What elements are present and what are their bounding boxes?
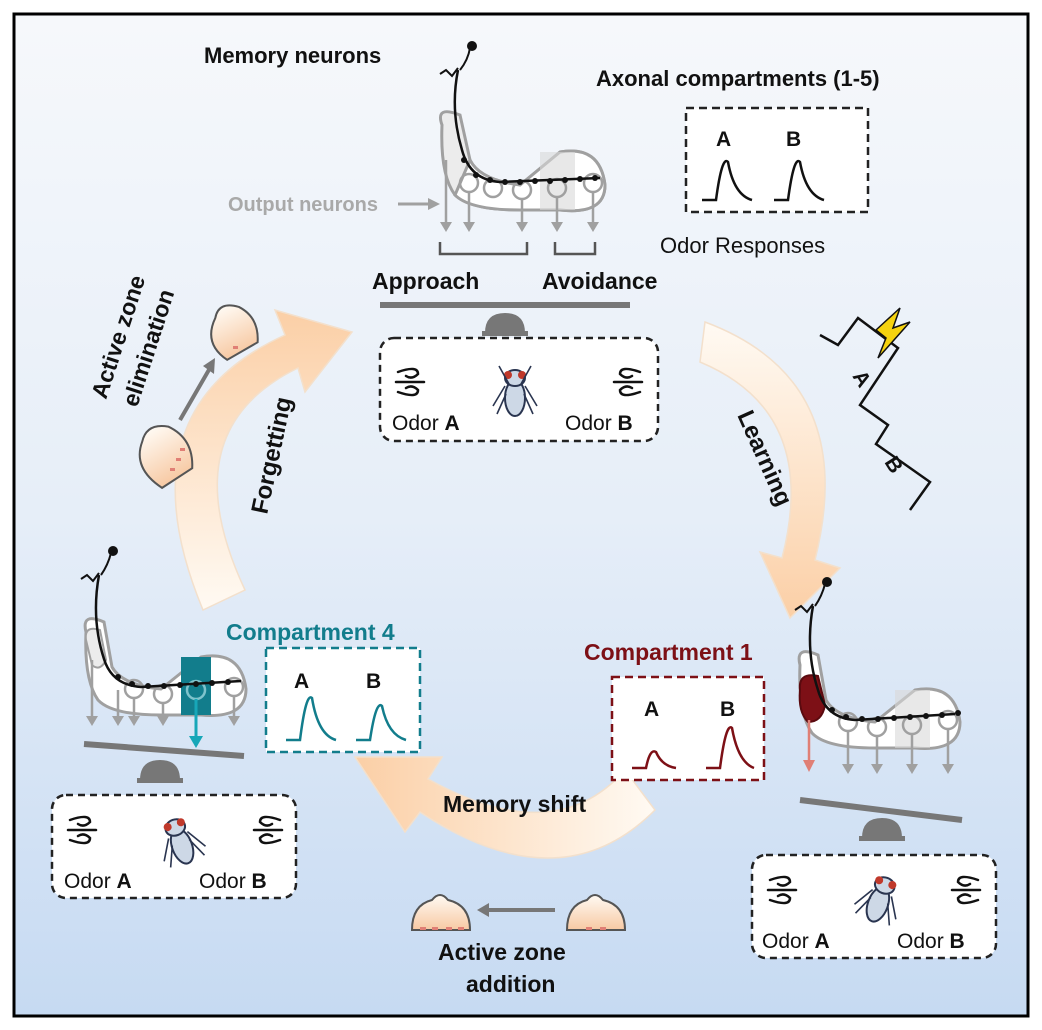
fly-icon-c1 xyxy=(853,876,897,926)
forgetting-arrow xyxy=(174,308,354,612)
axonal-compartments-label: Axonal compartments (1-5) xyxy=(596,66,880,91)
compartment-1-balance-scale xyxy=(799,797,963,841)
c4-odor-b-label: Odor B xyxy=(199,870,267,893)
wind-icon-right xyxy=(612,367,644,397)
c1-b-letter: B xyxy=(720,698,735,721)
response-a-trace xyxy=(702,159,753,202)
active-zone-addition-label-2: addition xyxy=(466,971,555,997)
top-odor-choice-box: Odor A Odor B xyxy=(378,336,660,443)
avoidance-label: Avoidance xyxy=(542,268,657,294)
c1-odor-a-label: Odor A xyxy=(762,930,830,953)
active-zone-addition-label-1: Active zone xyxy=(438,939,566,965)
c4-b-trace xyxy=(356,703,407,742)
c1-odor-b-label: Odor B xyxy=(897,930,965,953)
c1-a-trace xyxy=(632,750,677,770)
c4-b-letter: B xyxy=(366,670,381,693)
c1-b-trace xyxy=(706,726,755,770)
c4-odor-a-label: Odor A xyxy=(64,870,132,893)
compartment-1-label: Compartment 1 xyxy=(584,639,753,665)
c4-a-letter: A xyxy=(294,670,309,693)
c1-a-letter: A xyxy=(644,698,659,721)
active-zone-elimination-icons xyxy=(138,304,259,490)
baseline-odor-response-box: A B xyxy=(684,106,870,214)
top-memory-neuron-diagram xyxy=(398,41,607,256)
wind-icon-right-c1 xyxy=(950,875,982,905)
compartment-1-odor-choice-box: Odor A Odor B xyxy=(750,853,998,960)
wind-icon-left xyxy=(394,367,426,397)
response-b-trace xyxy=(774,159,825,202)
compartment-4-response-box: A B xyxy=(264,646,422,754)
wind-icon-right-c4 xyxy=(252,815,284,845)
compartment-1-response-box: A B xyxy=(610,675,766,782)
compartment-4-neuron-diagram xyxy=(80,546,248,748)
response-a-letter: A xyxy=(716,128,731,151)
fly-icon xyxy=(492,365,538,417)
compartment-1-neuron-diagram xyxy=(794,577,962,774)
odor-a-label: Odor A xyxy=(392,412,460,435)
shock-icon xyxy=(874,307,911,359)
output-neurons-label: Output neurons xyxy=(228,194,378,216)
memory-shift-arrow xyxy=(353,756,656,859)
memory-shift-label: Memory shift xyxy=(443,791,586,817)
active-zone-addition-icons xyxy=(410,894,627,931)
odor-b-label: Odor B xyxy=(565,412,633,435)
fly-icon-c4 xyxy=(163,818,207,868)
response-b-letter: B xyxy=(786,128,801,151)
c4-a-trace xyxy=(286,696,337,742)
bouton-after xyxy=(410,894,472,931)
compartment-4-balance-scale xyxy=(83,741,245,783)
approach-label: Approach xyxy=(372,268,479,294)
wind-icon-left-c4 xyxy=(66,815,98,845)
top-balance-scale xyxy=(380,302,630,336)
compartment-4-odor-choice-box: Odor A Odor B xyxy=(50,793,298,900)
bouton-before xyxy=(565,894,627,931)
bouton-full xyxy=(138,425,194,490)
compartment-4-label: Compartment 4 xyxy=(226,619,395,645)
odor-responses-label: Odor Responses xyxy=(660,233,825,258)
wind-icon-left-c1 xyxy=(766,875,798,905)
bouton-eliminated xyxy=(210,304,259,362)
memory-neurons-label: Memory neurons xyxy=(204,43,381,68)
learning-arrow xyxy=(699,320,842,620)
